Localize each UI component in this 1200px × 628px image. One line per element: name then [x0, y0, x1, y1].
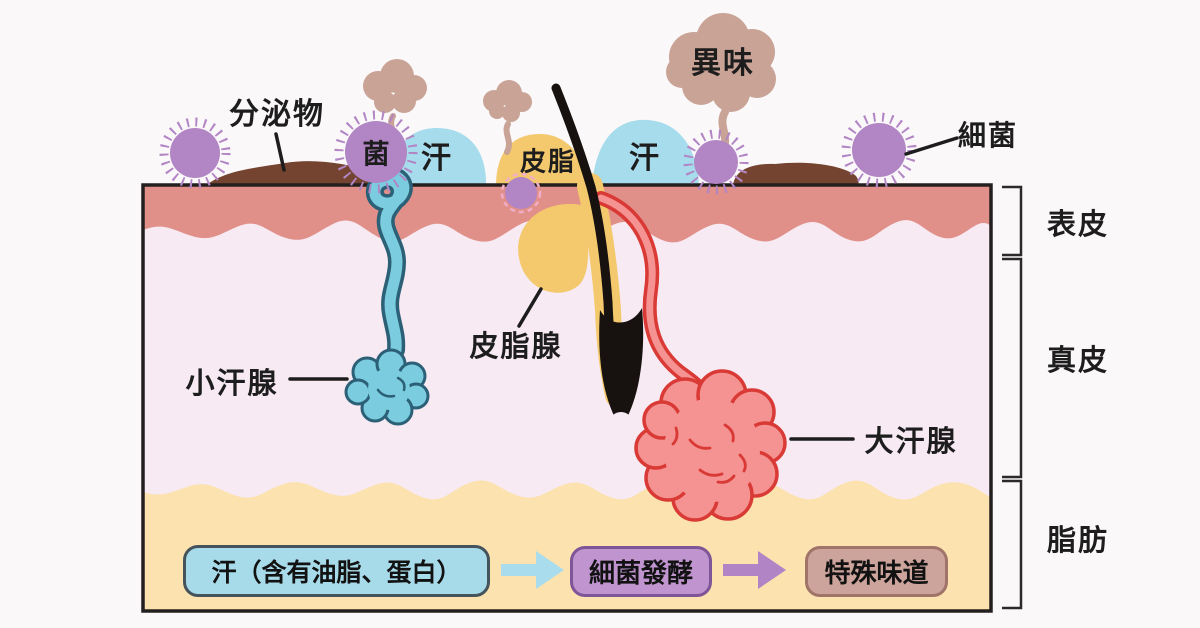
bacterium-small-dashed — [500, 172, 542, 214]
epidermis-bracket — [1002, 185, 1023, 257]
arrow-right-blue-icon — [501, 551, 564, 589]
dermis-bracket — [1002, 257, 1023, 479]
sweat-right-label: 汗 — [629, 142, 661, 175]
apocrine-gland-label: 大汗腺 — [864, 426, 958, 458]
flow-step-odor: 特殊味道 — [805, 546, 948, 597]
layer-label-dermis: 真皮 — [1046, 345, 1110, 377]
secretion-smear-left — [205, 161, 395, 186]
odor-cloud-large — [666, 13, 776, 156]
bacterium-far-left — [159, 117, 231, 189]
sweat-drop-left — [391, 128, 487, 186]
bacteria-char-label: 菌 — [362, 139, 392, 170]
bacterium-far-right — [841, 112, 917, 188]
eccrine-gland-label: 小汗腺 — [185, 368, 279, 400]
secretion-smear-right — [733, 162, 859, 186]
odor-label: 異味 — [691, 47, 755, 80]
secretion-pointer-line — [274, 132, 286, 172]
secretion-label: 分泌物 — [229, 98, 325, 131]
bacterium-mid-right — [683, 129, 749, 195]
hair-bulb-notch — [609, 412, 633, 436]
sebaceous-pointer-line — [517, 287, 543, 328]
fat-bracket — [1002, 479, 1023, 610]
bacteria-pointer-line — [904, 136, 959, 156]
sebum-label: 皮脂 — [519, 146, 577, 177]
skin-block-border — [141, 183, 993, 613]
sweat-left-label: 汗 — [421, 142, 453, 175]
sebum-drop — [496, 134, 589, 186]
layer-label-fat: 脂肪 — [1046, 525, 1110, 557]
arrow-right-purple-icon — [723, 551, 786, 589]
bacteria-label: 細菌 — [957, 120, 1019, 151]
apocrine-gland — [594, 191, 787, 522]
sebaceous-gland-label: 皮脂腺 — [469, 331, 563, 363]
layer-label-epidermis: 表皮 — [1046, 209, 1110, 241]
bacterium-on-secretion — [334, 110, 418, 194]
eccrine-gland — [344, 165, 430, 426]
flow-step-sweat: 汗（含有油脂、蛋白） — [183, 545, 490, 597]
odor-cloud-small-mid — [483, 80, 532, 155]
flow-step-fermentation: 細菌發酵 — [570, 546, 712, 597]
hair-follicle — [551, 83, 644, 436]
sweat-drop-right — [592, 119, 699, 186]
